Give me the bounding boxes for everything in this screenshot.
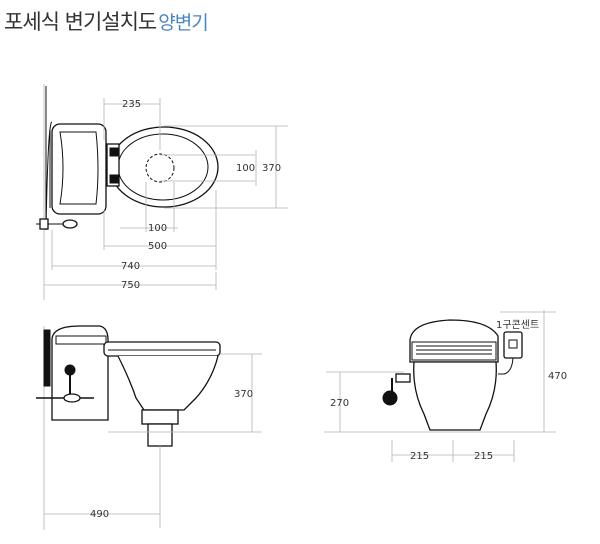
valve-body (39, 218, 49, 230)
front-dim-270: 270 (330, 398, 349, 409)
dim-100-h: 100 (148, 223, 167, 234)
side-tank (51, 325, 109, 421)
side-bowl (117, 355, 219, 411)
side-seat (103, 341, 221, 357)
front-lid (409, 319, 499, 363)
tank-top (51, 123, 107, 215)
side-dim-490: 490 (90, 509, 109, 520)
title-sub: 양변기 (158, 12, 208, 34)
front-seat (411, 341, 497, 361)
dim-500: 500 (148, 241, 167, 252)
dim-235: 235 (122, 99, 141, 110)
front-view: 1구콘센트 470 270 215 215 (324, 310, 567, 462)
drain-circle (145, 153, 175, 183)
dim-100-v: 100 (236, 163, 255, 174)
front-dim-215-left: 215 (410, 451, 429, 462)
dim-750: 750 (121, 280, 140, 291)
bowl-outline (109, 126, 219, 208)
front-dim-470: 470 (548, 371, 567, 382)
dim-740: 740 (121, 261, 140, 272)
title-main: 포세식 변기설치도 (4, 10, 157, 34)
outlet-cord (498, 357, 514, 375)
front-valve-knob (382, 390, 398, 406)
wall-edge (45, 86, 53, 231)
front-bowl (413, 361, 497, 431)
dim-370: 370 (262, 163, 281, 174)
front-valve-body (395, 373, 411, 383)
valve-knob (62, 219, 78, 229)
top-view: 235 100 370 100 500 740 750 (36, 84, 288, 300)
side-wall-block (43, 329, 51, 387)
hinge-bottom (109, 174, 119, 184)
front-dim-215-right: 215 (474, 451, 493, 462)
outlet-label: 1구콘센트 (496, 319, 539, 331)
outlet-box (503, 331, 523, 359)
side-drain-pipe (147, 423, 173, 447)
side-dim-370: 370 (234, 389, 253, 400)
tank-lid (59, 131, 99, 205)
hinge-top (109, 147, 119, 157)
side-view: 370 490 (36, 325, 262, 530)
side-drain-flange (141, 409, 179, 425)
